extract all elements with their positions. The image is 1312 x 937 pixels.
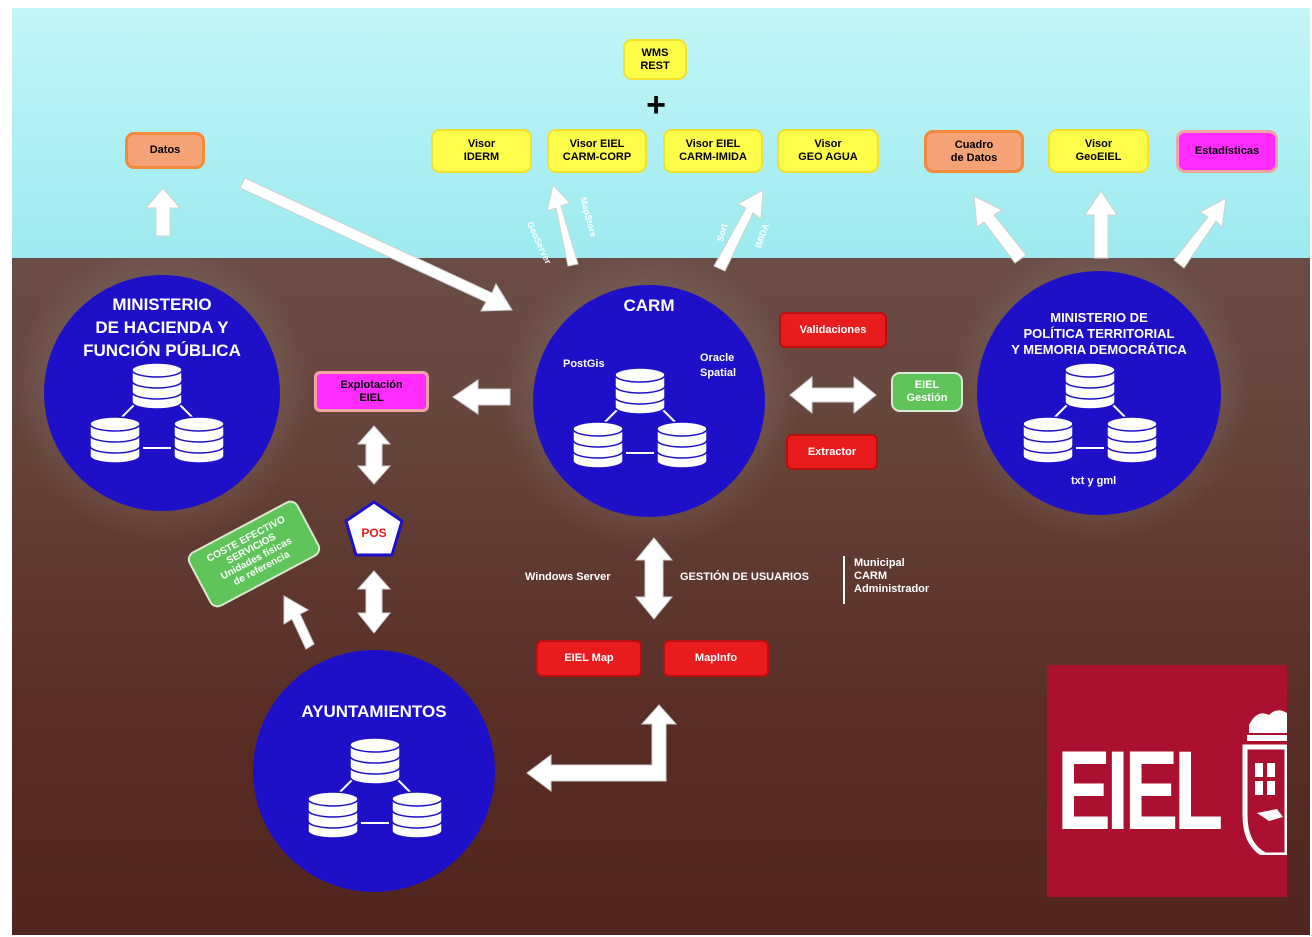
cuadro-de-datos-box: Cuadro de Datos bbox=[924, 130, 1024, 173]
eiel-logo-text: EIEL bbox=[1057, 728, 1223, 853]
arrow-politica-to-estadisticas bbox=[1173, 197, 1227, 269]
diagram-canvas: WMS REST + Datos Visor IDERM Visor EIEL … bbox=[12, 8, 1310, 935]
arrow-explotacion-pos bbox=[356, 425, 392, 485]
oracle-spatial-label: Oracle Spatial bbox=[700, 352, 737, 379]
pos-label: POS bbox=[361, 526, 387, 540]
pos-pentagon bbox=[344, 500, 404, 557]
diagram-graphics bbox=[12, 177, 1249, 892]
eiel-gestion-box: EIEL Gestión bbox=[891, 372, 963, 412]
visor-geoeiel-box: Visor GeoEIEL bbox=[1048, 129, 1149, 173]
postgis-label: PostGis bbox=[563, 358, 605, 370]
arrow-carm-gestion-usuarios bbox=[634, 537, 674, 620]
arrow-carm-to-visor-corp bbox=[546, 183, 579, 267]
windows-server-label: Windows Server bbox=[525, 571, 611, 583]
visor-iderm-box: Visor IDERM bbox=[431, 129, 532, 173]
eiel-map-box: EIEL Map bbox=[536, 640, 642, 677]
datos-box: Datos bbox=[125, 132, 205, 169]
arrow-politica-to-geoeiel bbox=[1084, 190, 1118, 259]
arrow-pos-ayuntamientos bbox=[356, 570, 392, 634]
eiel-logo: EIEL bbox=[1047, 665, 1287, 897]
wms-rest-box: WMS REST bbox=[623, 39, 687, 80]
arrow-datos-to-carm bbox=[239, 177, 513, 312]
arrow-politica-to-cuadro bbox=[973, 195, 1027, 264]
txt-gml-caption: txt y gml bbox=[1071, 475, 1117, 487]
explotacion-eiel-box: Explotación EIEL bbox=[314, 371, 429, 412]
visor-eiel-carm-imida-box: Visor EIEL CARM-IMIDA bbox=[663, 129, 763, 173]
arrow-ayuntamientos-to-coste bbox=[283, 595, 315, 650]
coat-of-arms-icon bbox=[1242, 710, 1287, 855]
visor-geo-agua-box: Visor GEO AGUA bbox=[777, 129, 879, 173]
plus-sign: + bbox=[646, 86, 666, 124]
estadisticas-box: Estadísticas bbox=[1176, 130, 1278, 173]
carm-title: CARM bbox=[623, 296, 675, 315]
ministerio-politica-title: MINISTERIO DE POLÍTICA TERRITORIAL Y MEM… bbox=[1011, 310, 1187, 357]
arrow-carm-to-visor-imida bbox=[713, 189, 764, 272]
user-roles-list: Municipal CARM Administrador bbox=[854, 557, 930, 595]
extractor-box: Extractor bbox=[786, 434, 878, 470]
arrow-carm-eiel-gestion bbox=[789, 375, 877, 415]
ayuntamientos-title: AYUNTAMIENTOS bbox=[301, 702, 447, 721]
ministerio-hacienda-title: MINISTERIO DE HACIENDA Y FUNCIÓN PÚBLICA bbox=[83, 295, 241, 360]
arrow-carm-to-explotacion bbox=[452, 379, 511, 415]
visor-eiel-carm-corp-box: Visor EIEL CARM-CORP bbox=[547, 129, 647, 173]
gestion-usuarios-label: GESTIÓN DE USUARIOS bbox=[680, 571, 809, 583]
arrow-ayuntamientos-mapinfo bbox=[526, 704, 678, 792]
mapinfo-box: MapInfo bbox=[663, 640, 769, 677]
validaciones-box: Validaciones bbox=[779, 312, 887, 348]
arrow-hacienda-to-datos bbox=[144, 187, 182, 237]
